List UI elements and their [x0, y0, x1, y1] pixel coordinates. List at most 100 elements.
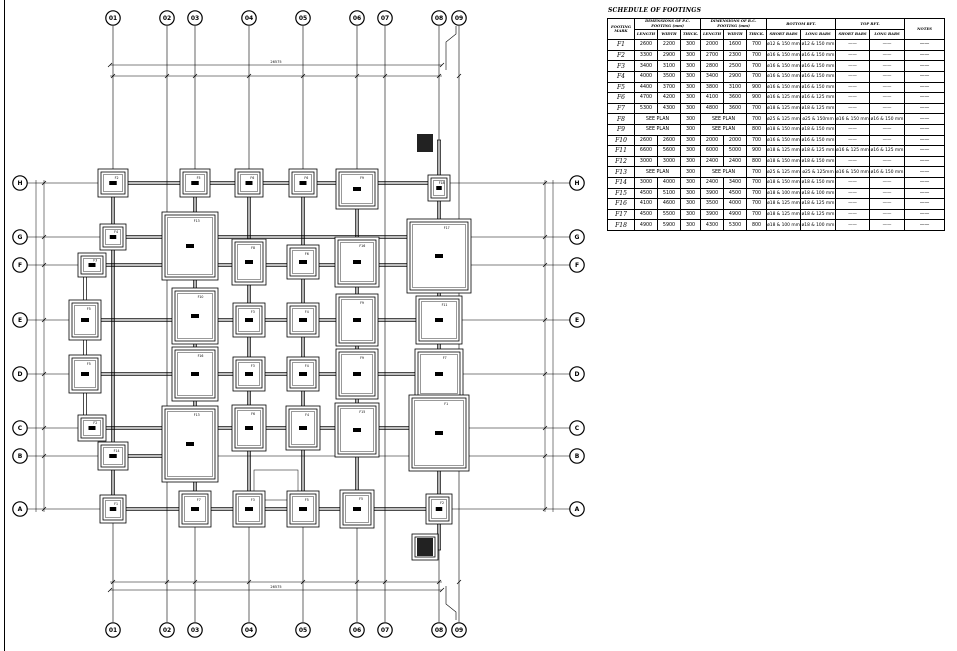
column-section	[81, 372, 89, 376]
grid-bubble-bottom-03: 03	[187, 622, 203, 638]
grid-bubble-label: F	[575, 262, 579, 269]
footing-label: F2	[115, 176, 119, 180]
dimension-tick	[41, 506, 47, 512]
cell-top-long: ——	[869, 187, 906, 200]
cell-mark: F12	[607, 155, 635, 168]
cell-top-long: ——	[869, 70, 906, 83]
cell-rc-wid: 5300	[723, 219, 748, 231]
footing-rc-outline	[288, 408, 318, 448]
cell-rc-wid: 4000	[723, 198, 748, 210]
column-section	[186, 244, 194, 248]
cell-rc-len: SEE PLAN	[700, 166, 748, 178]
cell-notes: ——	[904, 60, 946, 72]
footing-f15: F15	[334, 402, 380, 458]
footing-f2: F2	[77, 414, 107, 442]
footing-label: F13	[194, 219, 200, 223]
cell-notes: ——	[904, 113, 946, 125]
column-section	[109, 235, 117, 239]
cell-top-long: ø16 & 125 mm	[869, 145, 906, 157]
footing-inner-outline	[167, 217, 213, 275]
cell-top-long: ——	[869, 123, 906, 136]
cell-bot-long: ø16 & 150 mm	[800, 81, 837, 94]
cell-bot-long: ø16 & 150 mm	[800, 60, 837, 72]
grid-bubble-label: 05	[299, 627, 307, 634]
grid-bubble-label: 06	[353, 627, 361, 634]
grid-bubble-label: 06	[353, 15, 361, 22]
grid-bubble-bottom-01: 01	[105, 622, 121, 638]
cell-bot-long: ø16 & 150 mm	[800, 49, 837, 62]
footing-rc-outline	[235, 305, 263, 335]
footing-inner-outline	[184, 496, 206, 522]
footing-label: F9	[360, 356, 364, 360]
footing-rc-outline	[80, 417, 104, 439]
footing-f9: F9	[335, 348, 379, 400]
footing-f5: F5	[179, 168, 211, 198]
grid-bubble-bottom-07: 07	[377, 622, 393, 638]
cell-top-long: ——	[869, 39, 906, 51]
cell-pc-wid: 3100	[657, 60, 681, 72]
cell-rc-thk: 700	[746, 176, 768, 189]
cell-top-long: ø16 & 150 mm	[869, 113, 906, 125]
cell-mark: F6	[607, 92, 635, 104]
grid-bubble-label: 08	[435, 15, 443, 22]
grid-bubble-circle	[569, 175, 585, 191]
footing-label: F7	[443, 356, 447, 360]
footing-rc-outline	[289, 493, 317, 525]
footing-rc-outline	[102, 497, 124, 521]
cell-notes: ——	[904, 187, 946, 200]
cell-pc-thk: 300	[679, 70, 702, 83]
footing-rc-outline	[338, 171, 376, 207]
cell-pc-thk: 300	[679, 81, 702, 94]
grid-bubble-top-02: 02	[159, 10, 175, 26]
footing-inner-outline	[292, 496, 314, 522]
cell-bot-short: ø18 & 150 mm	[766, 155, 802, 168]
footing-f16: F16	[171, 346, 219, 402]
footing-rc-outline	[430, 177, 448, 199]
cell-pc-len: SEE PLAN	[634, 166, 681, 178]
dimension-tick	[300, 73, 306, 79]
cell-pc-len: 3000	[634, 176, 658, 189]
footing-rc-outline	[418, 298, 460, 342]
grid-bubble-label: 09	[455, 15, 463, 22]
cell-bot-long: ø18 & 125 mm	[800, 208, 837, 221]
cell-pc-len: SEE PLAN	[634, 113, 681, 125]
column-section	[299, 372, 307, 376]
footing-f2: F2	[425, 493, 453, 525]
cell-bot-long: ø12 & 150 mm	[800, 39, 837, 51]
dimension-tick	[300, 579, 306, 585]
header-notes: NOTES	[904, 17, 946, 41]
dimension-tick	[542, 180, 548, 186]
cell-mark: F3	[607, 60, 635, 72]
cell-rc-thk: 800	[746, 123, 768, 136]
header-top-rft: TOP RFT.	[835, 18, 906, 30]
grid-bubble-circle	[377, 10, 393, 26]
grid-bubble-bottom-08: 08	[431, 622, 447, 638]
footing-rc-outline	[289, 247, 317, 277]
cell-bot-short: ø18 & 125 mm	[766, 198, 802, 210]
dimension-tick	[354, 579, 360, 585]
footing-f17: F17	[406, 218, 472, 294]
cell-top-short: ø16 & 150 mm	[835, 166, 871, 178]
column-section	[245, 260, 253, 264]
column-section	[435, 507, 443, 511]
cell-pc-wid: 4300	[657, 102, 681, 115]
footing-label: F11	[442, 303, 448, 307]
dimension-tick	[41, 262, 47, 268]
footing-label: F7	[197, 498, 201, 502]
column-section	[109, 454, 117, 458]
cell-notes: ——	[904, 123, 946, 136]
grid-bubble-circle	[431, 10, 447, 26]
header-footing-mark: FOOTING MARK	[607, 17, 635, 41]
cell-rc-len: 2000	[700, 134, 725, 147]
column-section	[245, 372, 253, 376]
cell-bot-short: ø25 & 125 mm	[766, 113, 802, 125]
footing-rc-outline	[174, 349, 216, 399]
cell-pc-wid: 3700	[657, 81, 681, 94]
cell-notes: ——	[904, 198, 946, 210]
cell-pc-wid: 2600	[657, 134, 681, 147]
